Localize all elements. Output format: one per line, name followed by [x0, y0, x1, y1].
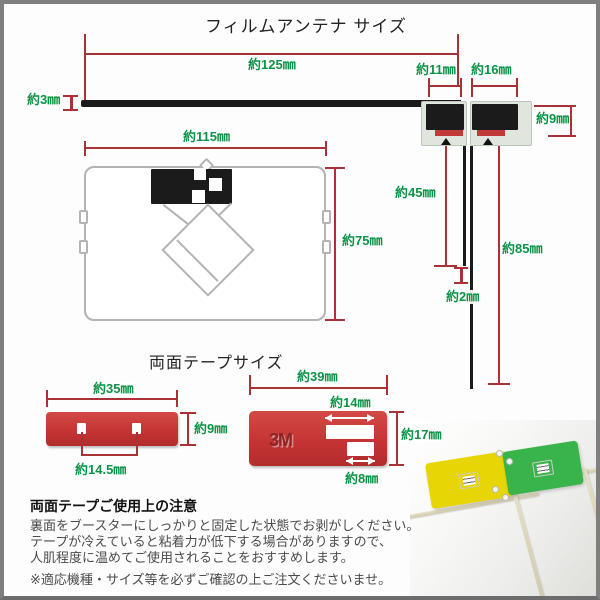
- dim-75-line: [334, 168, 336, 320]
- dim-35-label: 約35㎜: [92, 381, 135, 396]
- product-photo: [410, 420, 596, 596]
- dim-145-line: [81, 454, 138, 456]
- dim-145-left-tick: [81, 432, 83, 456]
- dim-45-label: 約45㎜: [394, 185, 437, 200]
- dim-125-right-tick: [457, 34, 459, 87]
- notes-line-3: 人肌程度に温めてご使用されることをおすすめします。: [30, 550, 354, 565]
- dim-3-ibeam: [63, 95, 78, 111]
- film-pad-right: [470, 101, 532, 146]
- snap-dot-1: [496, 450, 503, 457]
- tape-3m-slot-bottom: [347, 442, 374, 456]
- arrow-8mm-icon: [346, 457, 375, 465]
- film-pad-left-element: [426, 104, 464, 130]
- dim-9r-line: [570, 105, 572, 137]
- dim-125-label: 約125㎜: [247, 57, 297, 72]
- dim-115-label: 約115㎜: [182, 129, 231, 144]
- dim-16-line: [471, 85, 518, 87]
- film-label-green: [531, 459, 555, 477]
- tape-3m-pad: 3M: [249, 411, 387, 466]
- film-pad-right-tape: [477, 130, 505, 136]
- dim-75-bottom-tick: [325, 319, 345, 321]
- dim-45-line: [445, 146, 447, 267]
- dim-11-label: 約11㎜: [415, 62, 457, 77]
- dim-2-ibeam: [454, 267, 468, 284]
- dim-39-right-tick: [386, 375, 388, 395]
- tape-strip-hole-1: [77, 423, 86, 434]
- dim-8-label: 約8㎜: [344, 471, 380, 486]
- snap-dot-4: [502, 494, 509, 501]
- gps-right-notch-2: [322, 240, 331, 254]
- gps-right-notch-1: [322, 210, 331, 224]
- dim-16-label: 約16㎜: [470, 62, 513, 77]
- film-pad-right-element: [472, 104, 518, 130]
- dim-85-bottom-tick: [488, 383, 510, 385]
- dim-145-label: 約14.5㎜: [74, 462, 128, 477]
- film-antenna-green: [502, 440, 584, 496]
- dim-11-line: [428, 85, 462, 87]
- tape-3m-slot-top: [326, 425, 374, 439]
- dim-3-label: 約3㎜: [26, 92, 62, 107]
- tape-section-title: 両面テープサイズ: [149, 355, 284, 372]
- snap-dot-2: [506, 458, 513, 465]
- dim-9r-label: 約9㎜: [535, 111, 571, 126]
- tape-strip-hole-2: [132, 423, 141, 434]
- dim-9r-top-tick: [534, 105, 576, 107]
- dim-85-label: 約85㎜: [501, 241, 544, 256]
- dim-16-right-tick: [516, 78, 518, 97]
- film-label-yellow: [457, 471, 481, 489]
- antenna-cable-tail-yellow: [510, 482, 545, 596]
- dim-17-label: 約17㎜: [400, 427, 443, 442]
- dim-125-line: [84, 53, 459, 55]
- tape-strip: [46, 412, 178, 446]
- dim-125-left-tick: [84, 34, 86, 101]
- film-pad-left-tape: [435, 130, 463, 136]
- dim-35-line: [46, 398, 178, 400]
- gps-left-notch-2: [79, 240, 88, 254]
- film-antenna-title: フィルムアンテナ サイズ: [205, 17, 407, 36]
- dim-17-bottom-tick: [389, 464, 404, 466]
- snap-dot-3: [492, 486, 499, 493]
- dim-45-bottom-tick: [434, 265, 457, 267]
- dim-11-right-tick: [460, 78, 462, 97]
- dim-9r-bottom-tick: [548, 135, 576, 137]
- notes-line-2: テープが冷えていると粘着力が低下する場合がありますので、: [30, 534, 393, 549]
- dim-17-line: [396, 411, 398, 466]
- dim-39-left-tick: [249, 375, 251, 395]
- arrow-14mm-icon: [325, 414, 374, 422]
- dim-145-right-tick: [136, 432, 138, 456]
- notes-caution: ※適応機種・サイズ等を必ずご確認の上ご注文くださいませ。: [30, 572, 392, 587]
- dim-39-line: [249, 387, 388, 389]
- gps-element-cut-1: [194, 168, 206, 180]
- notes-line-1: 裏面をブースターにしっかりと固定した状態でお剥がしください。: [30, 518, 420, 533]
- dim-11-left-tick: [428, 78, 430, 97]
- gps-element-cut-2: [209, 178, 222, 191]
- dim-115-line: [84, 147, 327, 149]
- dim-75-label: 約75㎜: [341, 233, 384, 248]
- dim-9t-line: [187, 412, 189, 446]
- antenna-element-bar: [81, 100, 461, 107]
- dim-14-label: 約14㎜: [329, 395, 372, 410]
- notes-heading: 両面テープご使用上の注意: [30, 498, 198, 514]
- dim-9t-bottom-tick: [180, 444, 196, 446]
- film-pad-left: [421, 101, 467, 146]
- dim-85-line: [498, 146, 500, 385]
- gps-element-cut-3: [192, 190, 205, 203]
- dim-16-left-tick: [471, 78, 473, 97]
- dim-9t-label: 約9㎜: [193, 421, 229, 436]
- dim-39-label: 約39㎜: [296, 369, 339, 384]
- antenna-cable-tail-green: [582, 466, 596, 565]
- gps-left-notch-1: [79, 210, 88, 224]
- antenna-tail-long: [470, 146, 473, 389]
- film-pad-left-triangle-icon: [441, 138, 451, 145]
- film-pad-right-triangle-icon: [483, 138, 493, 145]
- dim-2-label: 約2㎜: [445, 289, 481, 304]
- antenna-tail-short: [463, 146, 466, 266]
- brand-3m-logo: 3M: [269, 430, 293, 450]
